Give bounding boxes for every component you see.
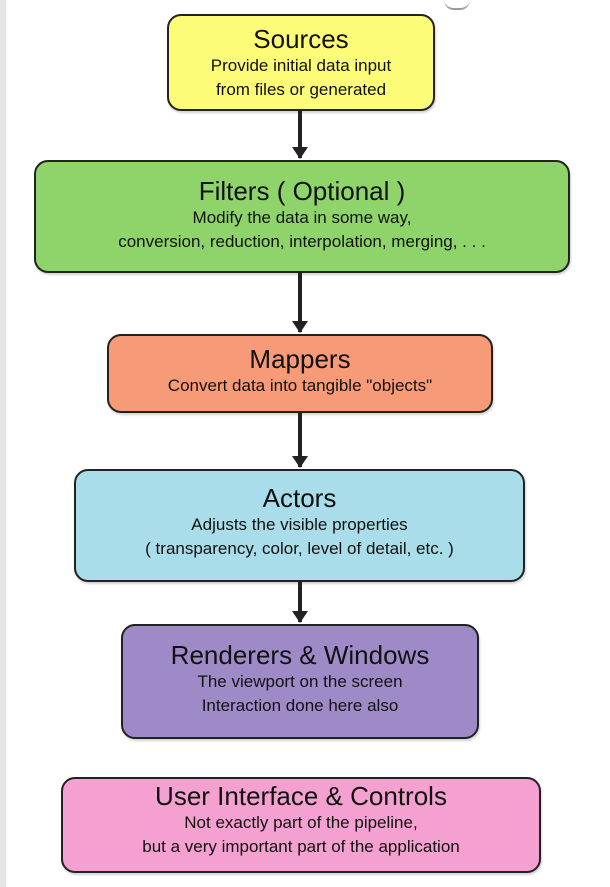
renderers-description-line-2: Interaction done here also (201, 696, 399, 715)
actors-box: Actors Adjusts the visible properties ( … (74, 469, 525, 582)
actors-title: Actors (262, 483, 337, 513)
arrow-filters-to-mappers (292, 273, 308, 333)
filters-description-line-1: Modify the data in some way, (192, 208, 412, 227)
sources-box: Sources Provide initial data input from … (167, 14, 435, 111)
actors-description-line-1: Adjusts the visible properties (191, 515, 408, 534)
renderers-title: Renderers & Windows (170, 640, 430, 670)
mappers-description-line-1: Convert data into tangible "objects" (167, 376, 433, 395)
sources-description-line-1: Provide initial data input (210, 56, 392, 75)
user-interface-controls-box: User Interface & Controls Not exactly pa… (61, 777, 541, 873)
renderers-description-line-1: The viewport on the screen (197, 672, 403, 691)
filters-description-line-2: conversion, reduction, interpolation, me… (118, 232, 486, 251)
mappers-title: Mappers (249, 344, 351, 374)
ui-title: User Interface & Controls (155, 781, 447, 811)
arrow-actors-to-renderers (292, 582, 308, 623)
left-edge-divider (0, 0, 6, 887)
actors-description-line-2: ( transparency, color, level of detail, … (145, 539, 454, 558)
sources-description-line-2: from files or generated (215, 80, 387, 99)
cropped-top-mark (444, 0, 470, 10)
arrow-sources-to-filters (292, 111, 308, 159)
ui-description-line-1: Not exactly part of the pipeline, (184, 813, 418, 832)
renderers-windows-box: Renderers & Windows The viewport on the … (121, 624, 479, 739)
mappers-box: Mappers Convert data into tangible "obje… (107, 334, 493, 413)
sources-title: Sources (253, 24, 349, 54)
filters-title: Filters ( Optional ) (198, 176, 406, 206)
ui-description-line-2: but a very important part of the applica… (142, 837, 460, 856)
filters-box: Filters ( Optional ) Modify the data in … (34, 160, 570, 273)
arrow-mappers-to-actors (292, 413, 308, 468)
